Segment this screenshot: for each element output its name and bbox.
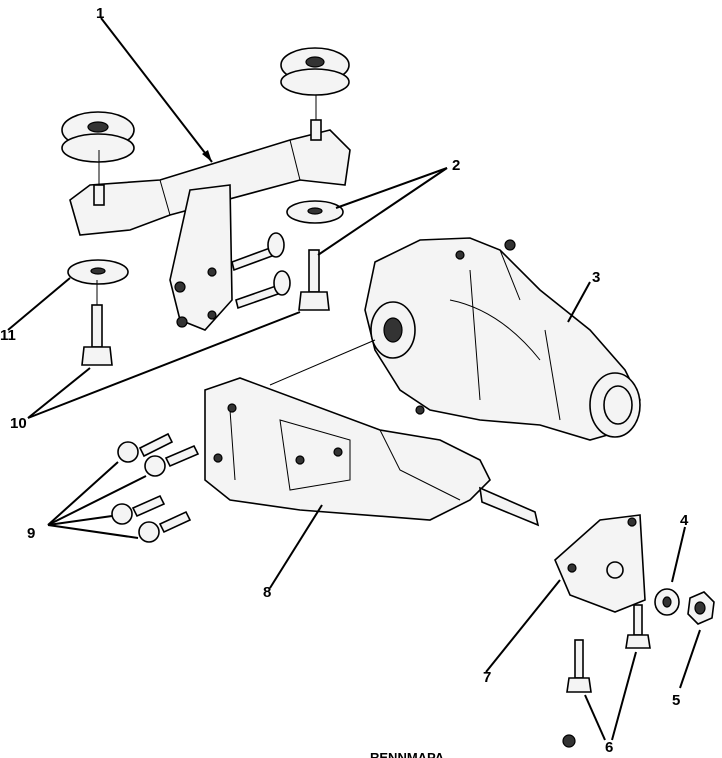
- bracket-bolts: [231, 232, 291, 310]
- support-bolts: [111, 432, 200, 543]
- leader-lines: [7, 17, 701, 741]
- mount-bolts: [566, 604, 651, 693]
- callout-3: 3: [592, 269, 600, 286]
- lower-washer-left: [67, 259, 129, 285]
- callout-9: 9: [27, 525, 35, 542]
- callout-11: 11: [0, 327, 16, 344]
- callout-6: 6: [605, 739, 613, 756]
- differential-housing: [364, 237, 641, 441]
- registration-dot: [562, 734, 576, 748]
- upper-crossmember: [61, 47, 351, 331]
- callout-7: 7: [483, 669, 491, 686]
- callout-2: 2: [452, 157, 460, 174]
- vertical-bolt-left: [81, 280, 113, 366]
- lock-nut: [687, 591, 715, 625]
- callout-10: 10: [10, 415, 27, 432]
- lower-washer-right: [286, 200, 344, 224]
- mount-bracket: [554, 514, 646, 613]
- callout-4: 4: [680, 512, 689, 529]
- callout-1: 1: [96, 5, 104, 22]
- watermark-text: RENNMAPA: [370, 750, 445, 758]
- callout-5: 5: [672, 692, 680, 709]
- rear-support-member: [204, 377, 540, 527]
- callout-8: 8: [263, 584, 271, 601]
- vertical-bolt-right: [298, 249, 330, 311]
- flat-washer: [654, 588, 680, 616]
